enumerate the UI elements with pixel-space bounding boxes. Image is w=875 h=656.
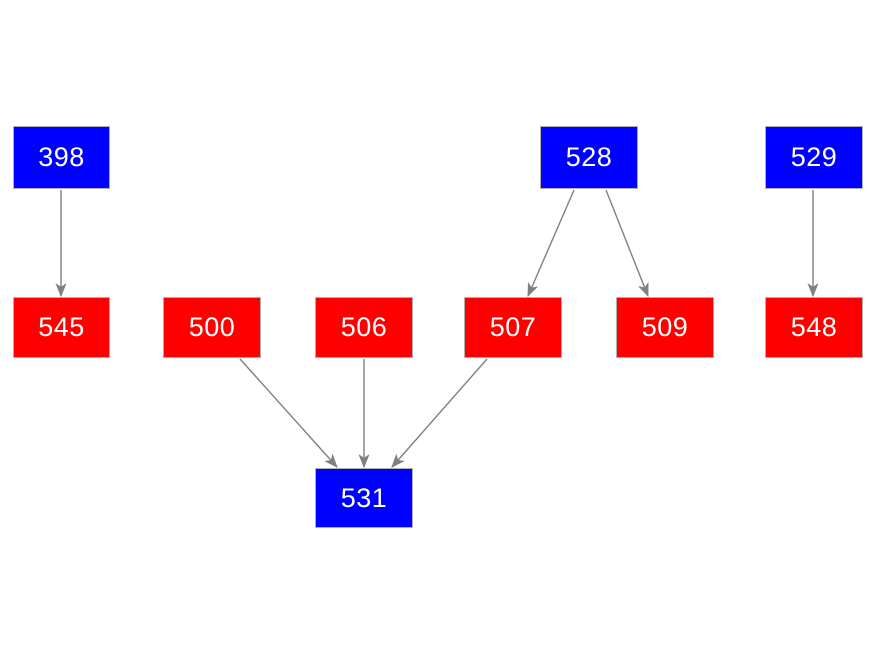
graph-node-398[interactable]: 398 xyxy=(13,126,110,189)
graph-edge-507-to-531 xyxy=(391,358,488,468)
graph-node-528[interactable]: 528 xyxy=(540,126,638,189)
graph-node-label: 528 xyxy=(565,142,613,172)
graph-edge-528-to-509 xyxy=(605,189,649,298)
graph-node-label: 506 xyxy=(340,312,388,342)
graph-node-531[interactable]: 531 xyxy=(315,468,413,528)
graph-node-label: 545 xyxy=(38,312,85,342)
graph-node-545[interactable]: 545 xyxy=(13,297,110,358)
graph-node-label: 398 xyxy=(38,142,85,172)
graph-node-509[interactable]: 509 xyxy=(616,297,714,358)
graph-node-529[interactable]: 529 xyxy=(765,126,863,189)
graph-edge-500-to-531 xyxy=(239,358,338,468)
graph-node-label: 531 xyxy=(340,482,388,513)
graph-node-548[interactable]: 548 xyxy=(765,297,863,358)
graph-node-500[interactable]: 500 xyxy=(163,297,261,358)
graph-node-label: 500 xyxy=(188,312,236,342)
graph-node-label: 507 xyxy=(489,312,537,342)
graph-node-507[interactable]: 507 xyxy=(464,297,562,358)
graph-node-label: 529 xyxy=(790,142,838,172)
graph-node-label: 509 xyxy=(641,312,689,342)
graph-node-label: 548 xyxy=(790,312,838,342)
graph-edge-528-to-507 xyxy=(527,189,575,298)
graph-node-506[interactable]: 506 xyxy=(315,297,413,358)
